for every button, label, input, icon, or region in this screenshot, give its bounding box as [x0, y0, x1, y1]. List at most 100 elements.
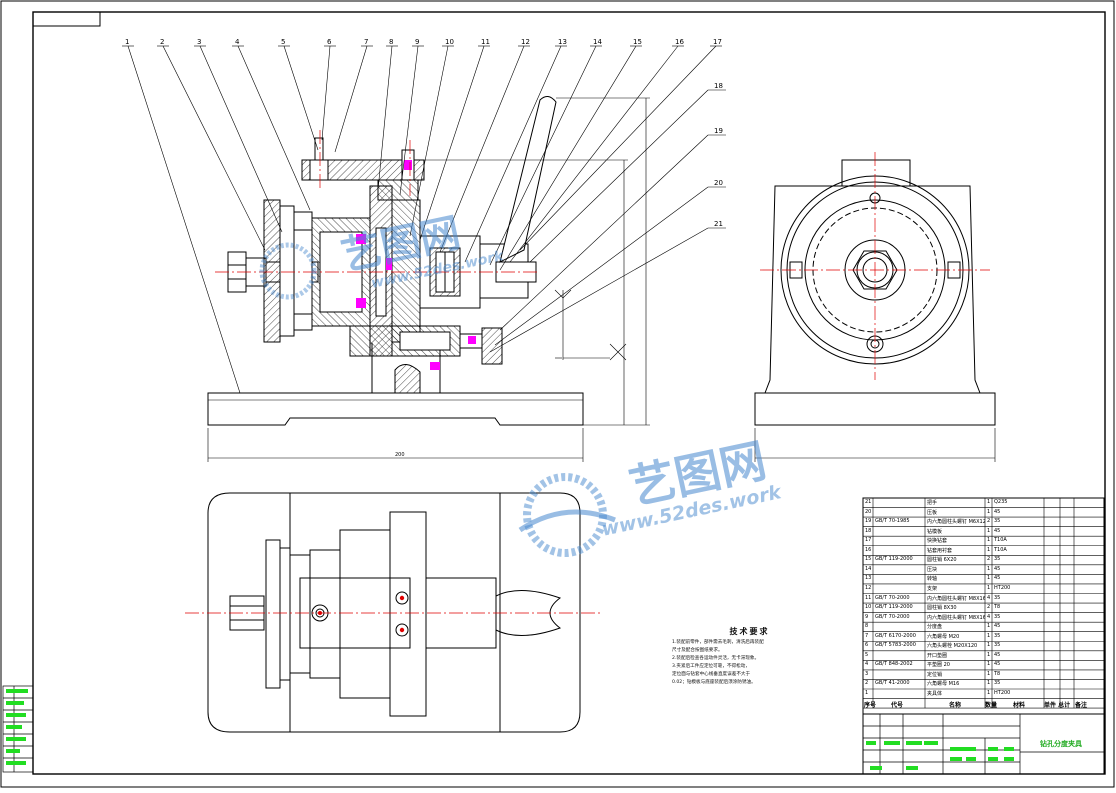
callout-label: 12	[521, 38, 530, 46]
bom-name: 圆柱销 8X30	[927, 605, 957, 612]
bom-seq: 3	[865, 670, 869, 677]
bom-qty: 1	[987, 690, 991, 696]
bom-name: 六角螺母 M20	[927, 633, 960, 640]
callout-label: 16	[675, 38, 684, 46]
bom-qty: 1	[987, 546, 991, 553]
callout-leader	[489, 45, 597, 266]
callout-label: 20	[714, 179, 723, 187]
bom-qty: 1	[987, 537, 991, 544]
bom-name: 定位销	[927, 671, 943, 678]
bom-seq: 1	[865, 690, 869, 696]
notes-line: 3.夹紧后工件应定位可靠，不得松动，	[672, 664, 750, 669]
bom-name: 夹具体	[927, 691, 943, 697]
bom-qty: 1	[987, 651, 991, 658]
bom-material: 35	[994, 680, 1001, 687]
callout-label: 13	[558, 38, 567, 46]
bom-header: 序号代号名称数量材料单件 总计备注	[863, 699, 1104, 709]
bom-seq: 12	[865, 584, 872, 591]
callout-leader	[464, 45, 562, 263]
bom-name: 内六角圆柱头螺钉 M6X12	[927, 519, 985, 526]
bom-name: 压板	[927, 509, 938, 516]
bom-material: 35	[994, 518, 1001, 525]
bom-name: 六角螺母 M16	[927, 681, 960, 688]
bom-qty: 2	[987, 518, 991, 525]
bom-qty: 1	[987, 575, 991, 582]
bom-material: T10A	[994, 537, 1007, 544]
callout-label: 3	[197, 38, 201, 46]
bom-name: 平垫圈 20	[927, 662, 950, 669]
bom-material: Q235	[994, 499, 1008, 505]
title-block-labels	[866, 741, 1014, 770]
callout-leader	[439, 45, 525, 253]
side-centerlines	[760, 152, 990, 380]
bom-name: 内六角圆柱头螺钉 M8X16	[927, 614, 985, 621]
bom-material: 45	[994, 651, 1001, 658]
callout-label: 9	[415, 38, 419, 46]
notes-line: 2.装配后检查各运动件灵活，无卡滞现象。	[672, 656, 760, 661]
bom-material: 45	[994, 565, 1001, 572]
bom-material: 35	[994, 594, 1001, 601]
bom-qty: 2	[987, 556, 991, 563]
bom-material: 35	[994, 613, 1001, 620]
callout-label: 18	[714, 82, 723, 90]
bom-header-cell: 单件 总计	[1044, 701, 1071, 709]
callout-leader	[529, 89, 709, 263]
bom-material: T10A	[994, 546, 1007, 553]
left-margin-labels	[6, 689, 28, 765]
bom-qty: 1	[987, 632, 991, 639]
front-section-view	[207, 96, 584, 426]
bom-name: 转轴	[927, 576, 938, 583]
notes-line: 0.02；钻模板与底座装配后须涂防锈油。	[672, 680, 756, 685]
bom-header-cell: 序号	[864, 701, 877, 709]
callout-label: 15	[633, 38, 642, 46]
callout-label: 2	[160, 38, 164, 46]
bom-name: 分度盘	[927, 624, 943, 631]
bom-code: GB/T 119-2000	[875, 604, 913, 611]
bom-seq: 5	[865, 651, 869, 658]
bom-qty: 2	[987, 604, 991, 611]
bom-seq: 17	[865, 537, 872, 544]
callout-leader	[494, 186, 709, 346]
notes-line: 1.装配前零件，部件需去毛刺，清洗后再装配	[672, 640, 764, 645]
bom-name: 压块	[927, 566, 938, 573]
callout-leader	[499, 45, 637, 271]
callout-leader	[489, 227, 709, 353]
bom-name: 六角头螺栓 M20X120	[927, 643, 978, 650]
callout-label: 1	[125, 38, 129, 46]
technical-notes: 技术要求 1.装配前零件，部件需去毛刺，清洗后再装配 尺寸及配合按图纸要求。 2…	[672, 628, 827, 687]
bom-qty: 4	[987, 613, 991, 620]
side-dimensions	[754, 428, 996, 462]
bom-seq: 10	[865, 604, 872, 611]
bom-seq: 2	[865, 680, 869, 687]
bom-qty: 1	[987, 680, 991, 687]
top-view	[207, 492, 581, 733]
callout-label: 10	[445, 38, 454, 46]
front-dimensions	[207, 97, 650, 462]
bom-material: 45	[994, 527, 1001, 534]
bom-qty: 1	[987, 584, 991, 591]
front-centerlines	[215, 130, 540, 273]
bom-qty: 1	[987, 565, 991, 572]
callout-leader	[162, 45, 266, 251]
bom-code: GB/T 70-2000	[875, 594, 910, 601]
bom-material: 45	[994, 575, 1001, 582]
bom-seq: 14	[865, 565, 872, 572]
bom-name: 圆柱销 6X20	[927, 557, 957, 564]
callout-leader	[283, 45, 319, 151]
bom-material: HT200	[994, 690, 1011, 696]
bom-seq: 20	[865, 508, 872, 515]
bom-name: 钻模板	[927, 528, 943, 535]
